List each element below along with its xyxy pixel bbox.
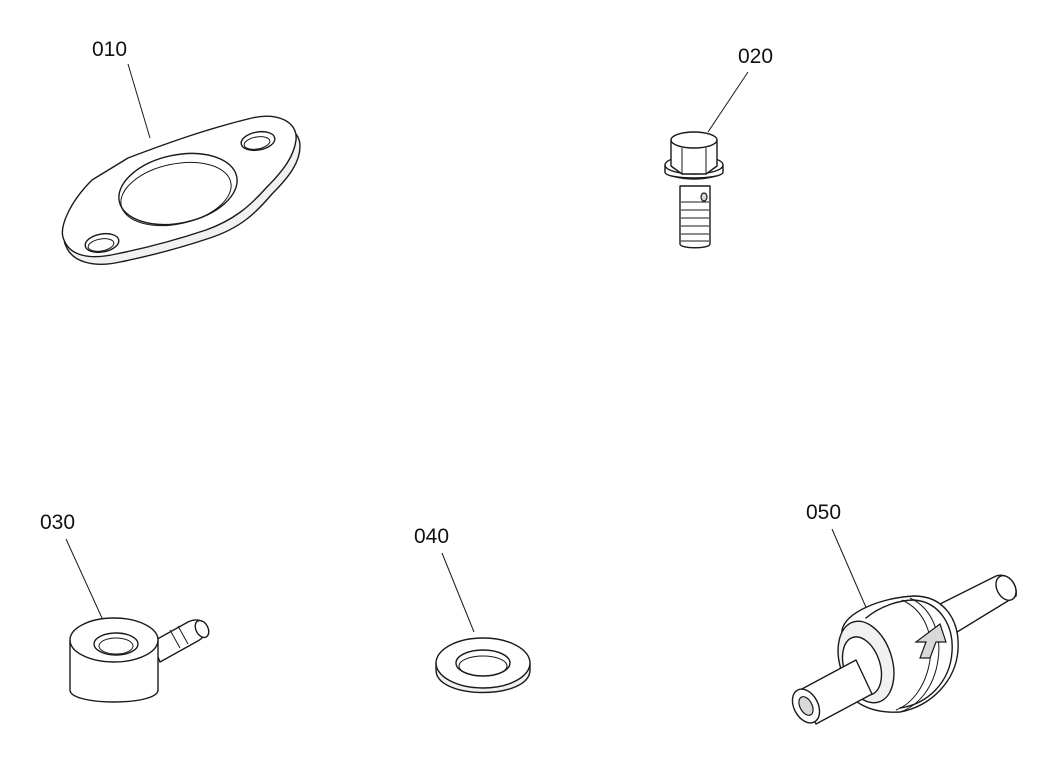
fitting-bore: [93, 632, 139, 656]
leader-line-050: [831, 528, 869, 613]
filter-inlet-bore: [798, 696, 814, 716]
bolt-shank: [679, 185, 711, 249]
part-label-030: 030: [40, 511, 75, 534]
part-010-gasket: 010: [61, 38, 301, 265]
gasket-center-hole-inner: [120, 161, 232, 227]
leader-line-040: [441, 552, 475, 633]
part-050-inline-fuel-filter: 050: [791, 501, 1017, 725]
part-030-banjo-fitting: 030: [40, 511, 210, 703]
leader-line-030: [65, 538, 103, 619]
gasket-bolt-hole-left-inner: [87, 238, 115, 252]
leader-line-020: [707, 71, 749, 133]
part-040-washer: 040: [414, 525, 531, 694]
leader-line-010: [127, 63, 151, 139]
part-label-020: 020: [738, 45, 773, 68]
part-label-010: 010: [92, 38, 127, 61]
bolt-head-top: [670, 131, 718, 149]
part-label-050: 050: [806, 501, 841, 524]
flow-direction-arrow-icon: [914, 623, 947, 659]
bolt-side-port: [700, 192, 708, 202]
part-label-040: 040: [414, 525, 449, 548]
part-020-banjo-bolt: 020: [664, 45, 773, 249]
gasket-bolt-hole-right-inner: [243, 136, 271, 150]
